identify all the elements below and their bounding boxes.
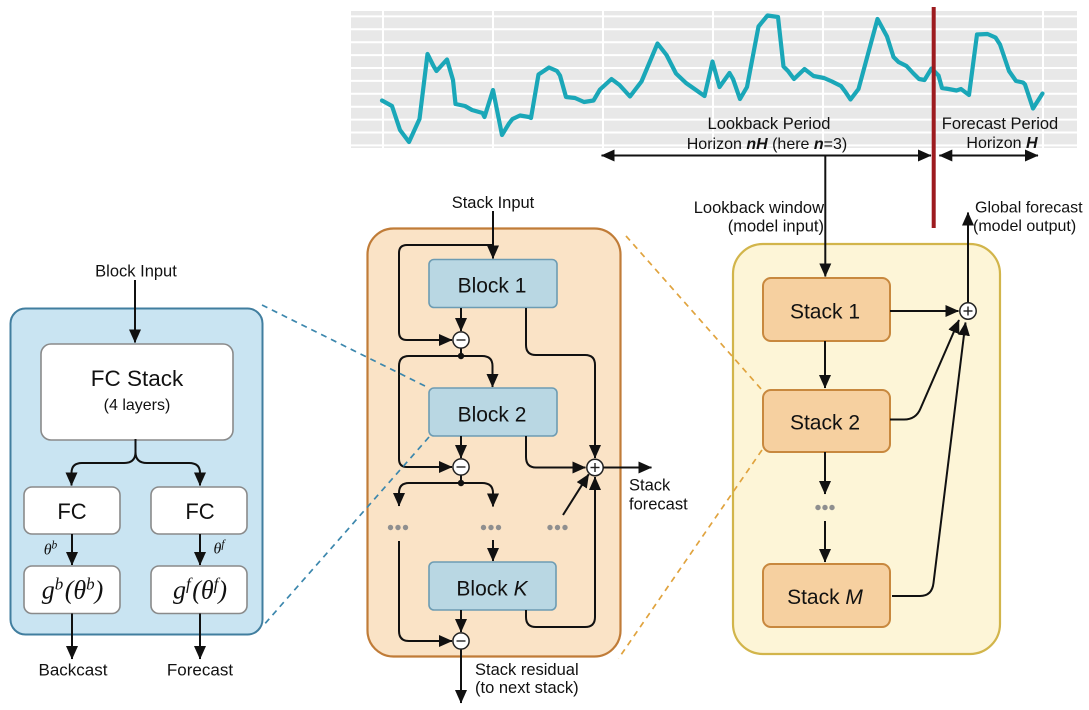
svg-text:Lookback Period: Lookback Period <box>708 115 831 133</box>
svg-text:Stack residual: Stack residual <box>475 661 579 679</box>
svg-text:(to next stack): (to next stack) <box>475 679 579 697</box>
svg-text:(model input): (model input) <box>728 218 824 236</box>
svg-text:Stack M: Stack M <box>787 586 863 609</box>
svg-text:Global forecast: Global forecast <box>975 200 1083 217</box>
svg-text:Forecast: Forecast <box>167 661 233 680</box>
svg-text:Block 1: Block 1 <box>458 275 527 298</box>
svg-text:(model output): (model output) <box>973 218 1076 235</box>
svg-text:Stack Input: Stack Input <box>452 194 535 212</box>
svg-text:Horizon H: Horizon H <box>966 135 1038 152</box>
svg-text:Block 2: Block 2 <box>458 404 527 427</box>
svg-text:Stack 1: Stack 1 <box>790 301 860 324</box>
svg-text:gf(θf): gf(θf) <box>173 575 227 605</box>
svg-text:FC: FC <box>57 499 86 524</box>
svg-text:Stack: Stack <box>629 477 671 495</box>
svg-text:(4 layers): (4 layers) <box>104 397 171 414</box>
svg-text:FC: FC <box>185 499 214 524</box>
svg-text:Horizon nH (here n=3): Horizon nH (here n=3) <box>687 136 848 153</box>
svg-text:Forecast Period: Forecast Period <box>942 115 1058 133</box>
svg-text:Stack 2: Stack 2 <box>790 412 860 435</box>
svg-text:forecast: forecast <box>629 496 688 514</box>
svg-text:Lookback window: Lookback window <box>694 199 824 217</box>
svg-text:Block Input: Block Input <box>95 263 177 281</box>
svg-text:FC Stack: FC Stack <box>91 366 184 391</box>
svg-text:gb(θb): gb(θb) <box>42 575 104 605</box>
svg-text:Backcast: Backcast <box>39 661 108 680</box>
svg-text:Block K: Block K <box>456 578 528 601</box>
